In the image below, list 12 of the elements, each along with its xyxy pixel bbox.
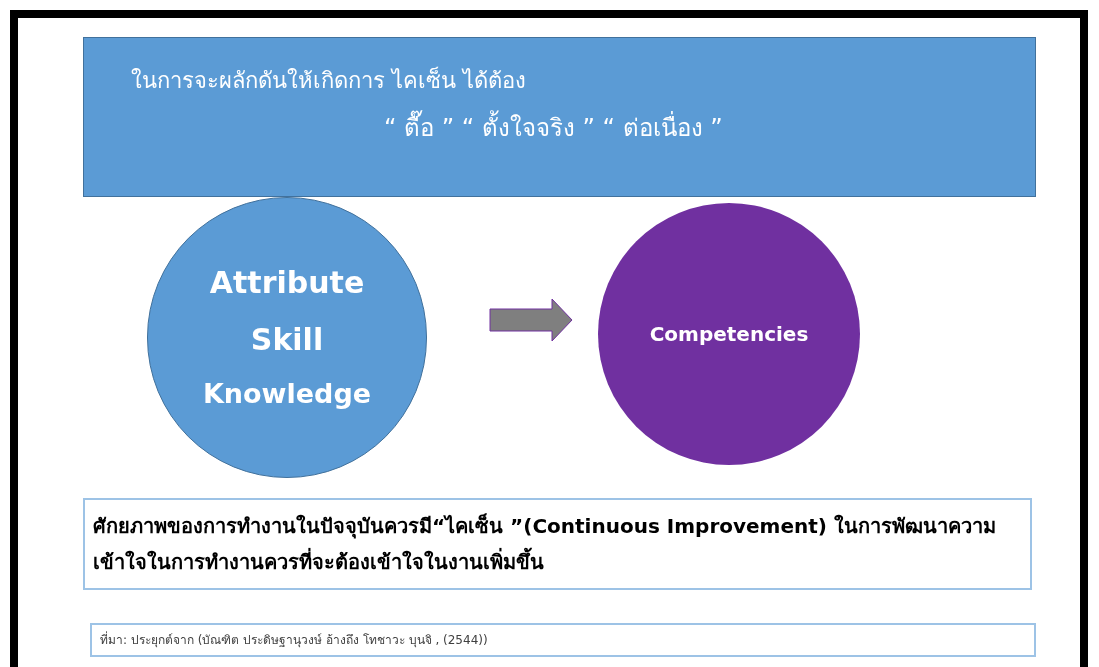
block-arrow: [489, 298, 573, 342]
statement-text: ศักยภาพของการทำงานในปัจจุบันควรมี“ไคเซ็น ”(Continuous Improvement) ในการพัฒนาความเข้าใจในการทำงานควรที่จะต้องเข้าใจในงานเพิ่มขึ้น: [93, 512, 997, 576]
circle-text: Competencies: [649, 321, 809, 348]
text-box: [83, 498, 1032, 590]
banner-box: [83, 37, 1036, 197]
banner-text: ในการจะผลักดันให้เกิดการ ไคเซ็น ได้ต้อง: [131, 65, 526, 95]
circle-text: Attribute: [209, 264, 365, 303]
source-box: [90, 623, 1036, 657]
source-text: ที่มา: ประยุกต์จาก (บัณฑิต ประดิษฐานุวงษ์ อ้างถึง โทชาวะ บุนจิ , (2544)): [100, 631, 488, 649]
circle-text: Knowledge: [202, 377, 372, 412]
circle-text: Skill: [250, 321, 324, 360]
banner-text: “ ตื๊อ ” “ ตั้งใจจริง ” “ ต่อเนื่อง ”: [384, 110, 723, 146]
